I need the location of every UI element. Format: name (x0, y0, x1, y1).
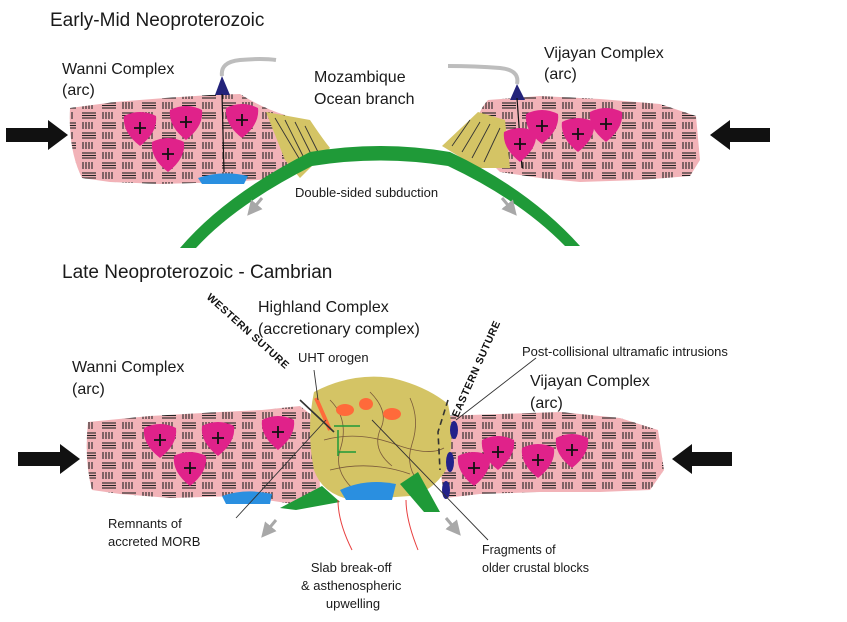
leader-line-uht (313, 369, 319, 401)
top-panel-title: Early-Mid Neoproterozoic (50, 10, 264, 31)
left-convergence-arrow-top (6, 120, 68, 150)
upwelling-water-bottom (340, 482, 396, 500)
magma-conduit-left (221, 93, 225, 173)
fragment-blocks (334, 425, 360, 456)
left-convergence-arrow-bottom (18, 444, 80, 474)
vijayan-label-bottom: Vijayan Complex (arc) (530, 373, 654, 412)
volcanic-plume-left (219, 57, 277, 77)
subducting-slab-top (180, 146, 580, 248)
fragments-label: Fragments of older crustal blocks (482, 543, 589, 575)
water-left-top (198, 173, 248, 184)
leader-line-intrusions (455, 357, 537, 421)
ocean-label: Mozambique Ocean branch (314, 69, 415, 108)
ultramafic-intrusion (446, 452, 454, 472)
uht-melt-zone (314, 397, 332, 431)
leader-line-morb (235, 419, 327, 519)
wanni-label-bottom: Wanni Complex (arc) (72, 359, 189, 398)
slab-motion-arrow-right-bottom (444, 517, 461, 536)
melt-pocket (336, 404, 354, 416)
highland-label: Highland Complex (accretionary complex) (258, 299, 420, 338)
slab-motion-arrow-left (247, 197, 264, 216)
water-left-bottom (222, 491, 272, 504)
intrusions-label: Post-collisional ultramafic intrusions (522, 344, 728, 359)
western-suture-line (299, 399, 335, 433)
volcanic-plume-right (447, 64, 520, 85)
wedge-right-top (442, 112, 510, 168)
uht-orogen-label: UHT orogen (298, 350, 369, 365)
upwelling-arrow (337, 499, 353, 551)
right-convergence-arrow-top (710, 120, 770, 150)
right-convergence-arrow-bottom (672, 444, 732, 474)
vijayan-label-top: Vijayan Complex (arc) (544, 45, 668, 83)
volcano-left-top (215, 76, 230, 95)
bottom-panel-title: Late Neoproterozoic - Cambrian (62, 262, 332, 283)
morb-label: Remnants of accreted MORB (108, 516, 200, 549)
slab-right-bottom (400, 472, 440, 512)
ultramafic-intrusion (450, 421, 458, 439)
melt-pocket (359, 398, 373, 410)
wanni-label-top: Wanni Complex (arc) (62, 61, 179, 99)
volcano-right-top (510, 84, 525, 100)
slab-motion-arrow-right (500, 197, 517, 216)
leader-line-fragments (371, 419, 489, 541)
upwelling-arrow (405, 499, 419, 551)
slab-left-bottom (280, 486, 340, 510)
slab-breakoff-label: Slab break-off & asthenospheric upwellin… (301, 560, 405, 611)
slab-motion-arrow-left-bottom (261, 519, 278, 538)
subduction-label: Double-sided subduction (295, 185, 438, 200)
melt-pocket (383, 408, 401, 420)
eastern-suture-line (437, 399, 449, 471)
